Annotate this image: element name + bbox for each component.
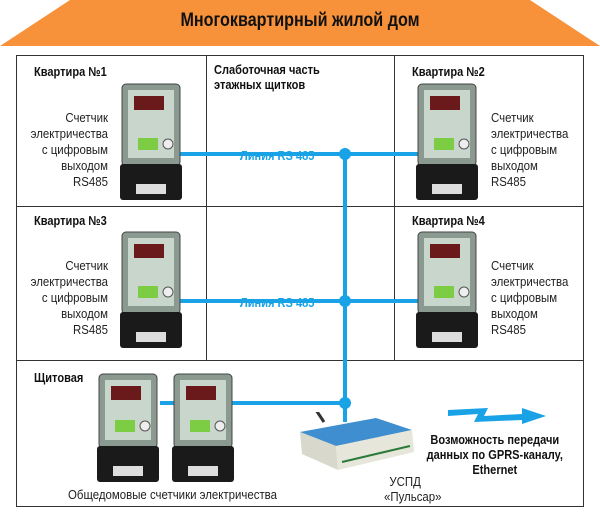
desc-line: электричества (491, 274, 569, 289)
desc-line: выходом (491, 306, 538, 321)
uspd-label: УСПД«Пульсар» (384, 474, 442, 504)
electricity-meter-icon (416, 231, 478, 348)
desc-line: выходом (61, 306, 108, 321)
apartment-1-label: Квартира №1 (34, 64, 107, 79)
apartment-4-label: Квартира №4 (412, 213, 485, 228)
wireless-transfer-arrow-icon (448, 408, 546, 424)
common-meters-caption: Общедомовые счетчики электричества (68, 487, 277, 502)
desc-line: электричества (491, 126, 569, 141)
divider (17, 360, 583, 361)
junction-dot (339, 295, 351, 307)
label-line: Возможность передачи (430, 432, 560, 447)
desc-line: Счетчик (491, 258, 534, 273)
diagram-title: Многоквартирный жилой дом (180, 10, 420, 31)
desc-line: выходом (491, 158, 538, 173)
electricity-meter-icon (97, 373, 159, 482)
desc-line: RS485 (491, 322, 526, 337)
junction-dot (339, 148, 351, 160)
label-line: этажных щитков (214, 77, 306, 92)
desc-line: электричества (30, 274, 109, 289)
desc-line: RS485 (73, 174, 108, 189)
desc-line: с цифровым (41, 290, 108, 305)
electricity-meter-icon (120, 83, 182, 200)
desc-line: электричества (30, 126, 109, 141)
label-line: «Пульсар» (384, 489, 442, 504)
label-line: данных по GPRS-каналу, (426, 447, 563, 462)
desc-line: с цифровым (491, 142, 558, 157)
label-line: Слаботочная часть (214, 62, 320, 77)
desc-line: с цифровым (41, 142, 108, 157)
roof-banner (0, 0, 600, 46)
desc-line: Счетчик (65, 258, 108, 273)
line-label: Линия RS 485 (240, 148, 315, 163)
desc-line: Счетчик (65, 110, 108, 125)
building-frame (16, 55, 584, 507)
switchroom-label: Щитовая (34, 370, 84, 385)
apartment-3-label: Квартира №3 (34, 213, 107, 228)
desc-line: выходом (61, 158, 108, 173)
desc-line: с цифровым (491, 290, 558, 305)
line-label: Линия RS 485 (240, 295, 315, 310)
rs485-line-floor1 (180, 152, 420, 156)
electricity-meter-icon (172, 373, 234, 482)
rs485-line-floor2 (180, 299, 420, 303)
label-line: УСПД (389, 474, 421, 489)
desc-line: RS485 (73, 322, 108, 337)
divider (17, 206, 583, 207)
divider (206, 56, 207, 360)
apartment-2-label: Квартира №2 (412, 64, 485, 79)
rs485-line-switchroom (160, 401, 347, 405)
junction-dot (339, 397, 351, 409)
electricity-meter-icon (120, 231, 182, 348)
rs485-riser (343, 154, 347, 422)
desc-line: RS485 (491, 174, 526, 189)
divider (394, 56, 395, 360)
label-line: Ethernet (472, 462, 518, 477)
electricity-meter-icon (416, 83, 478, 200)
desc-line: Счетчик (491, 110, 534, 125)
uspd-device-icon (300, 412, 414, 470)
